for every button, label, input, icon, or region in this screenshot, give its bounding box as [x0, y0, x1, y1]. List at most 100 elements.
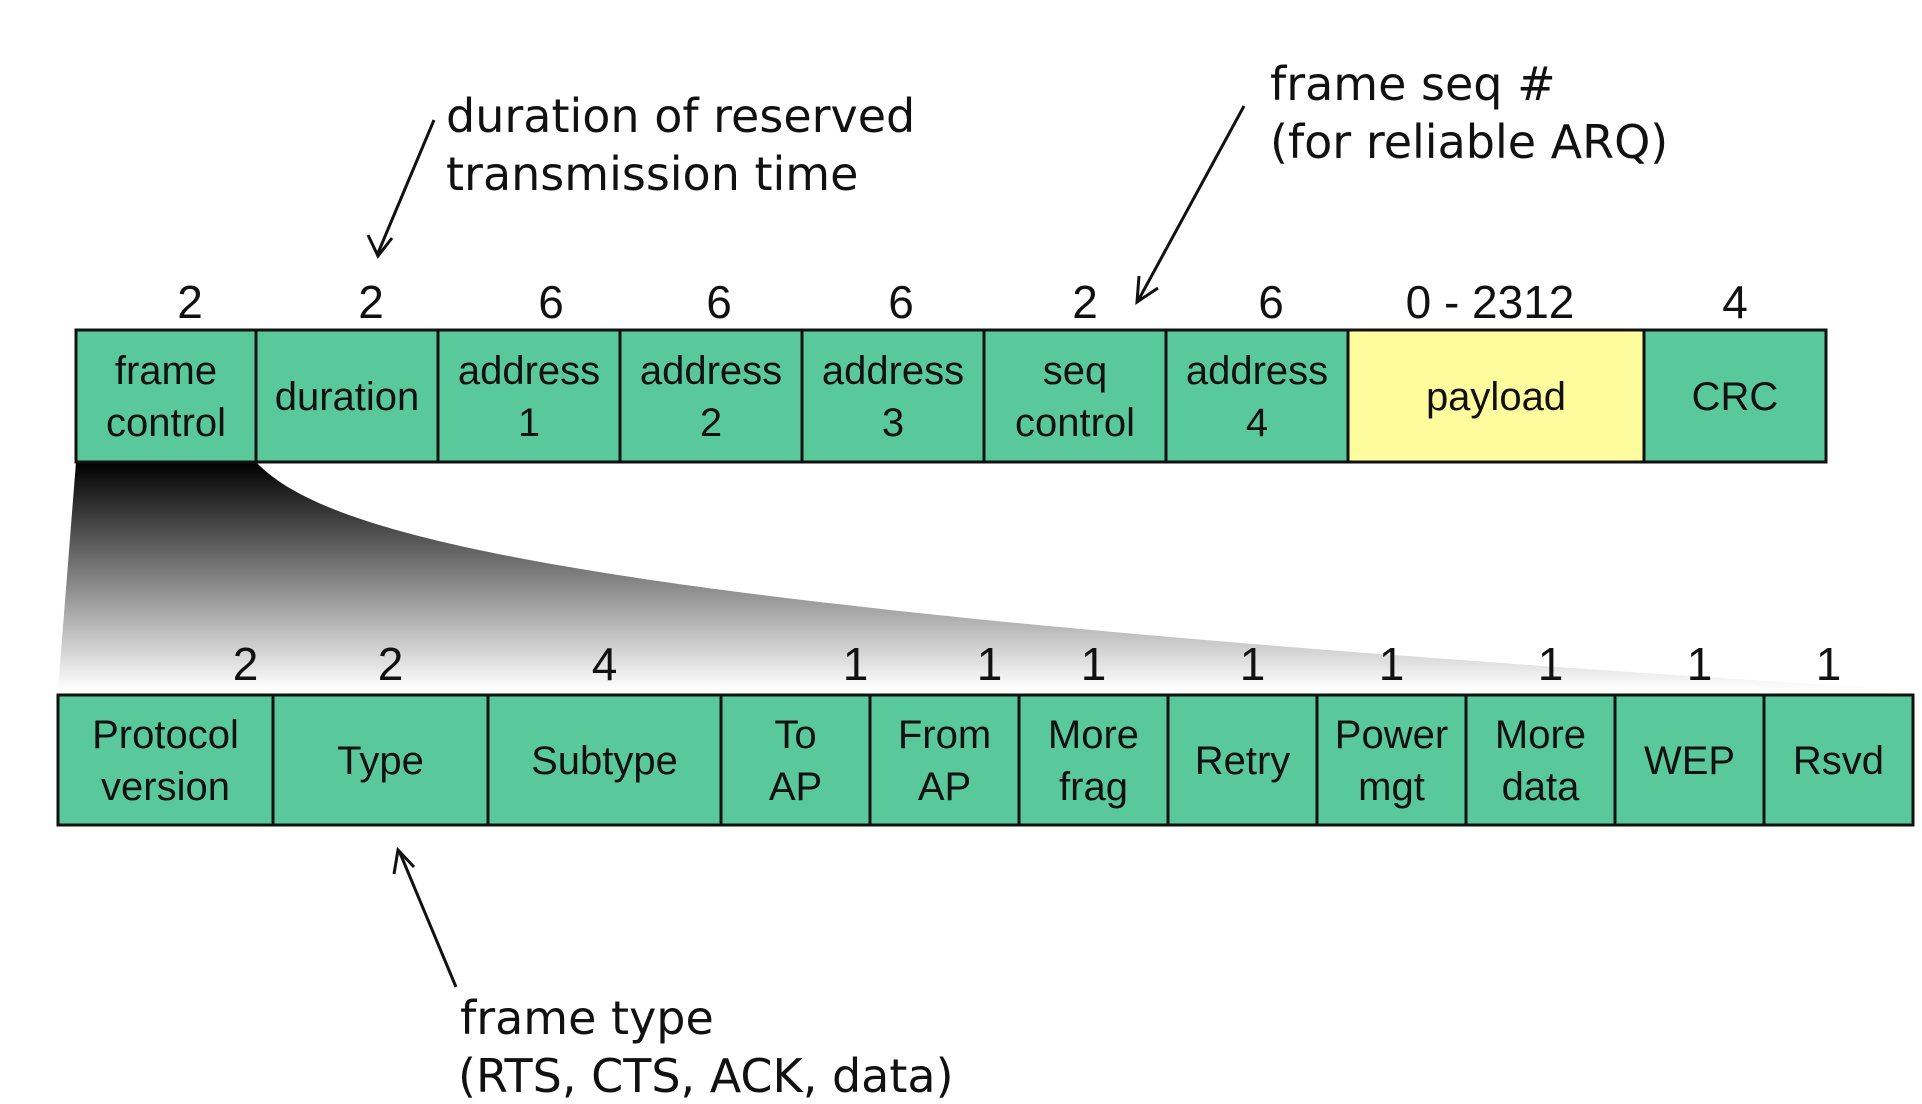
fc-from-ap-label-line-2: AP	[918, 765, 971, 809]
frame-seq-control-box	[982, 328, 1168, 464]
fc-retry-label-line-1: Retry	[1195, 739, 1291, 783]
frame-address-3-label-line-2: 3	[882, 401, 904, 445]
frame-crc-label-line-1: CRC	[1692, 375, 1779, 419]
fc-protocol-version-size-label: 2	[233, 638, 259, 690]
fc-retry-box	[1166, 693, 1319, 827]
type-annotation: frame type (RTS, CTS, ACK, data)	[392, 846, 954, 1103]
fc-power-mgt-label-line-1: Power	[1335, 713, 1448, 757]
frame-seq-control-label-line-1: seq	[1043, 349, 1108, 393]
frame-duration-field: 2 duration	[254, 276, 440, 464]
frame-address-1-label-line-2: 1	[518, 401, 540, 445]
frame-seq-control-size-label: 2	[1072, 276, 1098, 328]
frame-address-4-label-line-2: 4	[1246, 401, 1268, 445]
fc-wep-box	[1613, 693, 1766, 827]
frame-duration-size-label: 2	[358, 276, 384, 328]
fc-more-frag-label-line-1: More	[1048, 713, 1139, 757]
type-note-line-2: (RTS, CTS, ACK, data)	[458, 1049, 954, 1103]
frame-crc-size-label: 4	[1722, 276, 1748, 328]
fc-subtype-size-label: 4	[592, 638, 618, 690]
type-arrowhead	[392, 846, 416, 875]
frame-address-4-field: 6 address 4	[1164, 276, 1350, 464]
frame-frame-control-label-line-2: control	[106, 401, 226, 445]
fc-more-frag-box	[1017, 693, 1170, 827]
fc-more-data-label-line-1: More	[1495, 713, 1586, 757]
seq-note-line-1: frame seq #	[1270, 57, 1556, 111]
frame-address-2-label-line-1: address	[640, 349, 782, 393]
frame-address-4-label-line-1: address	[1186, 349, 1328, 393]
zoom-wedge	[58, 462, 1910, 690]
type-arrow	[398, 852, 458, 988]
duration-annotation: duration of reserved transmission time	[366, 89, 915, 259]
fc-wep-label-line-1: WEP	[1644, 739, 1735, 783]
frame-payload-label-line-1: payload	[1426, 375, 1566, 419]
frame-address-3-size-label: 6	[888, 276, 914, 328]
fc-from-ap-box	[868, 693, 1021, 827]
fc-retry-size-label: 1	[1240, 638, 1266, 690]
fc-to-ap-label-line-2: AP	[769, 765, 822, 809]
fc-power-mgt-label-line-2: mgt	[1358, 765, 1425, 809]
fc-power-mgt-size-label: 1	[1379, 638, 1405, 690]
frame-address-2-size-label: 6	[706, 276, 732, 328]
type-note-line-1: frame type	[460, 991, 714, 1045]
fc-rsvd-size-label: 1	[1816, 638, 1842, 690]
fc-to-ap-label-line-1: To	[774, 713, 816, 757]
fc-more-data-label-line-2: data	[1502, 765, 1581, 809]
fc-rsvd-box	[1762, 693, 1915, 827]
fc-type-box	[271, 693, 490, 827]
fc-subtype-box	[486, 693, 723, 827]
frame-fields-row: 2framecontrol2duration6address16address2…	[74, 276, 1828, 464]
fc-subtype-label-line-1: Subtype	[531, 739, 678, 783]
frame-address-1-box	[436, 328, 622, 464]
frame-frame-control-size-label: 2	[177, 276, 203, 328]
fc-type-size-label: 2	[378, 638, 404, 690]
frame-duration-label-line-1: duration	[275, 375, 420, 419]
fc-to-ap-size-label: 1	[843, 638, 869, 690]
frame-seq-control-field: 2 seq control	[982, 276, 1168, 464]
fc-from-ap-size-label: 1	[977, 638, 1003, 690]
frame-crc-box	[1642, 328, 1828, 464]
frame-address-2-field: 6 address 2	[618, 276, 804, 464]
frame-address-3-label-line-1: address	[822, 349, 964, 393]
frame-address-4-box	[1164, 328, 1350, 464]
fc-protocol-version-label-line-1: Protocol	[92, 713, 239, 757]
seq-annotation: frame seq # (for reliable ARQ)	[1135, 57, 1668, 305]
frame-address-1-size-label: 6	[538, 276, 564, 328]
frame-address-2-label-line-2: 2	[700, 401, 722, 445]
fc-wep-size-label: 1	[1687, 638, 1713, 690]
fc-protocol-version-label-line-2: version	[101, 765, 230, 809]
frame-control-fields-row: 2Protocolversion2Type4Subtype1ToAP1FromA…	[56, 638, 1915, 827]
fc-to-ap-box	[719, 693, 872, 827]
frame-address-4-size-label: 6	[1258, 276, 1284, 328]
duration-arrow	[376, 119, 436, 254]
frame-payload-size-label: 0 - 2312	[1406, 276, 1575, 328]
fc-more-data-size-label: 1	[1538, 638, 1564, 690]
frame-seq-control-label-line-2: control	[1015, 401, 1135, 445]
fc-from-ap-label-line-1: From	[898, 713, 991, 757]
seq-arrowhead	[1135, 275, 1159, 305]
duration-note-line-2: transmission time	[446, 147, 858, 201]
seq-arrow	[1137, 105, 1246, 300]
seq-note-line-2: (for reliable ARQ)	[1270, 115, 1668, 169]
fc-more-frag-size-label: 1	[1081, 638, 1107, 690]
fc-rsvd-label-line-1: Rsvd	[1793, 739, 1884, 783]
frame-address-2-box	[618, 328, 804, 464]
frame-payload-field: 0 - 2312 payload	[1346, 276, 1646, 464]
fc-more-frag-label-line-2: frag	[1059, 765, 1128, 809]
fc-type-label-line-1: Type	[337, 739, 424, 783]
frame-payload-box	[1346, 328, 1646, 464]
frame-address-1-label-line-1: address	[458, 349, 600, 393]
duration-arrowhead	[366, 234, 394, 259]
